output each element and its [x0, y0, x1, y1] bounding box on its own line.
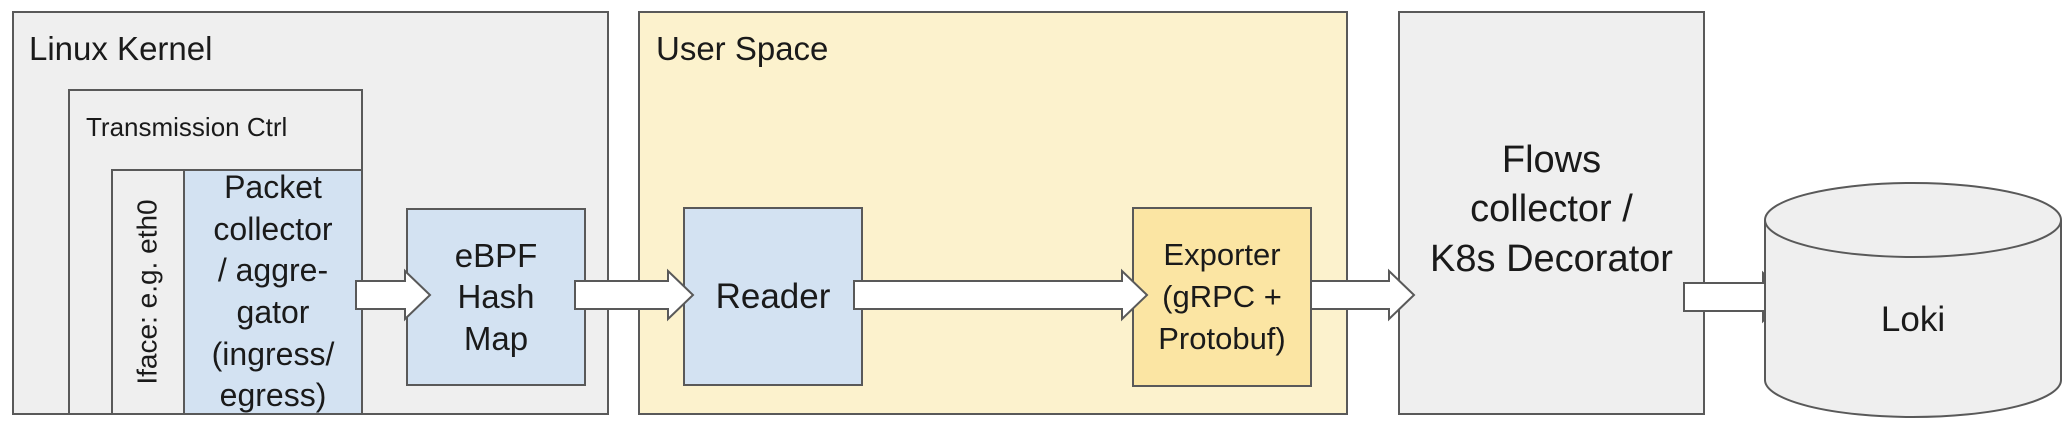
- flows-collector-panel: [1398, 11, 1705, 415]
- arrow-collector-to-map: [355, 268, 432, 322]
- transmission-ctrl-title: Transmission Ctrl: [86, 112, 288, 142]
- ebpf-hash-map-box: eBPF Hash Map: [406, 208, 586, 386]
- loki-cylinder-body: [1764, 220, 2062, 418]
- exporter-box: Exporter (gRPC + Protobuf): [1132, 207, 1312, 387]
- loki-cylinder-top: [1764, 182, 2062, 258]
- loki-label: Loki: [1880, 300, 1946, 339]
- flows-collector-label: Flows collector / K8s Decorator: [1430, 138, 1673, 280]
- arrow-exporter-to-collector: [1310, 268, 1416, 322]
- user-space-title: User Space: [656, 30, 829, 67]
- linux-kernel-title: Linux Kernel: [29, 30, 213, 67]
- arrow-reader-to-exporter: [853, 268, 1149, 322]
- arrow-map-to-reader: [574, 268, 695, 322]
- loki-cylinder: [1764, 182, 2062, 418]
- reader-box: Reader: [683, 207, 863, 386]
- packet-collector-box: Packet collector / aggre- gator (ingress…: [183, 169, 363, 415]
